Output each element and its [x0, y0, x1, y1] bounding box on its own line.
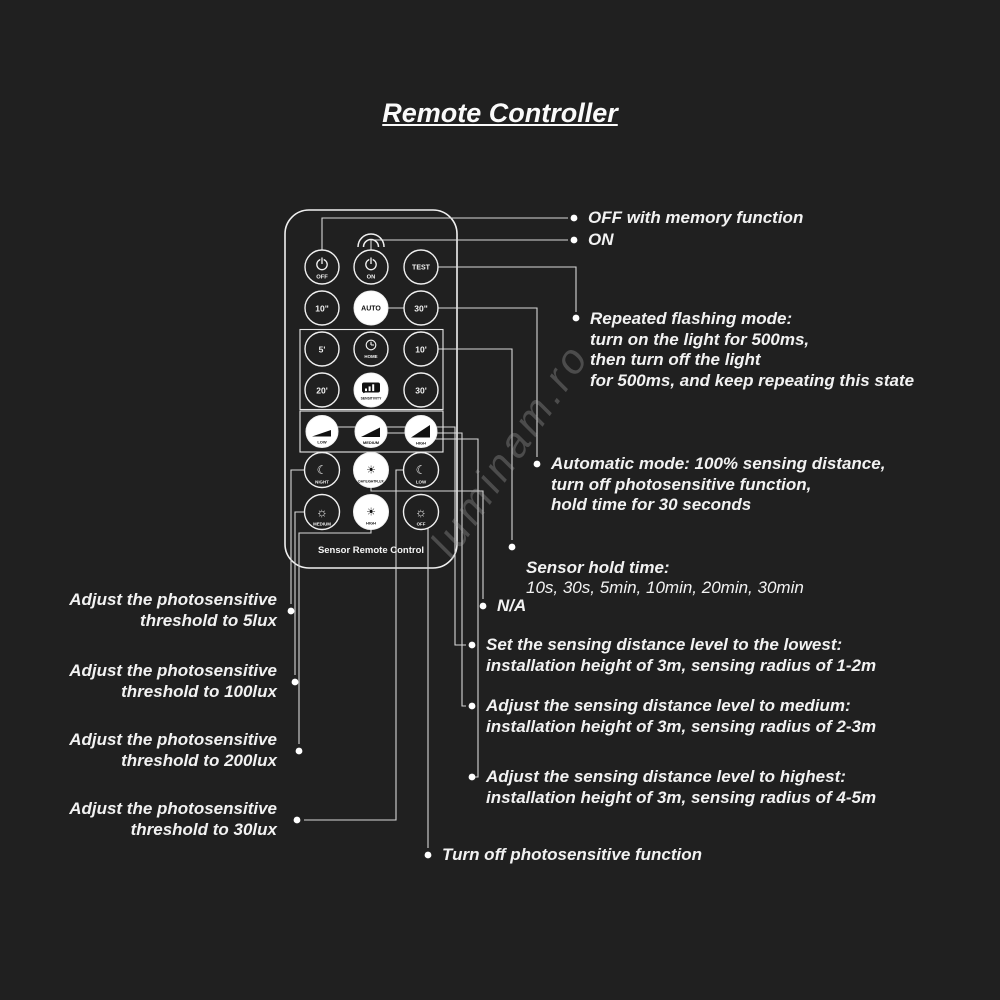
svg-text:NIGHT: NIGHT — [315, 480, 329, 485]
annotation-on: ON — [588, 230, 614, 249]
svg-text:30': 30' — [415, 386, 426, 396]
button-off[interactable]: OFF — [304, 249, 340, 285]
svg-text:HOME: HOME — [364, 354, 377, 359]
svg-text:SENSITIVITY: SENSITIVITY — [361, 397, 382, 401]
signal-bars-icon — [362, 382, 380, 394]
button-group-boxes — [299, 328, 444, 453]
button-day-lightflux[interactable]: ☀ DAY/LIGHTFLUX — [353, 452, 389, 488]
annotation-dot — [570, 214, 578, 222]
sun-icon: ☀ — [366, 465, 376, 477]
annotation-distance-highest: Adjust the sensing distance level to hig… — [486, 767, 877, 807]
timer-buttons-box — [299, 328, 444, 411]
leader-hold-time — [421, 348, 513, 540]
button-lux-high[interactable]: ☀ HIGH — [353, 494, 389, 530]
clock-icon — [365, 339, 377, 351]
button-20min[interactable]: 20' — [304, 372, 340, 408]
annotation-na: N/A — [497, 596, 527, 615]
svg-text:LOW: LOW — [317, 440, 327, 445]
annotation-dot — [572, 314, 580, 322]
button-lux-low[interactable]: ☾ LOW — [402, 451, 440, 489]
annotation-dot — [468, 773, 476, 781]
button-30min[interactable]: 30' — [403, 372, 439, 408]
annotation-hold-time-values: 10s, 30s, 5min, 10min, 20min, 30min — [526, 578, 804, 597]
button-10s[interactable]: 10" — [304, 290, 340, 326]
annotation-threshold-200lux: Adjust the photosensitive threshold to 2… — [69, 730, 277, 770]
ramp-high-icon — [411, 425, 430, 438]
wifi-icon — [357, 233, 385, 248]
annotation-dot — [291, 678, 299, 686]
svg-text:TEST: TEST — [412, 265, 431, 272]
button-sensitivity[interactable]: SENSITIVITY — [353, 372, 389, 408]
button-home[interactable]: HOME — [353, 331, 389, 367]
annotation-distance-medium: Adjust the sensing distance level to med… — [486, 696, 877, 736]
annotation-automatic-mode: Automatic mode: 100% sensing distance, t… — [551, 454, 886, 514]
svg-text:DAY/LIGHTFLUX: DAY/LIGHTFLUX — [358, 480, 384, 484]
button-30s[interactable]: 30" — [403, 290, 439, 326]
sun-icon: ☼ — [415, 505, 427, 520]
svg-text:30": 30" — [414, 304, 428, 314]
svg-text:LOW: LOW — [416, 480, 427, 485]
annotation-distance-lowest: Set the sensing distance level to the lo… — [486, 635, 877, 675]
button-test[interactable]: TEST — [403, 249, 439, 285]
annotation-dot — [570, 236, 578, 244]
svg-text:AUTO: AUTO — [361, 306, 381, 313]
svg-text:HIGH: HIGH — [366, 521, 376, 526]
svg-text:ON: ON — [367, 275, 376, 281]
svg-text:10": 10" — [315, 304, 329, 314]
svg-text:10': 10' — [415, 345, 426, 355]
annotation-sensor-hold-time: Sensor hold time: 10s, 30s, 5min, 10min,… — [526, 537, 804, 619]
annotation-off-memory: OFF with memory function — [588, 208, 804, 227]
power-icon — [316, 257, 328, 271]
annotation-photo-off: Turn off photosensitive function — [442, 845, 703, 864]
button-distance-low[interactable]: LOW — [305, 415, 339, 448]
annotation-dot — [479, 602, 487, 610]
annotation-repeated-flashing: Repeated flashing mode: turn on the ligh… — [590, 309, 915, 390]
leader-distance-high — [421, 438, 479, 778]
ramp-medium-icon — [361, 427, 380, 437]
sun-icon: ☼ — [316, 505, 328, 520]
annotation-dot — [293, 816, 301, 824]
button-5min[interactable]: 5' — [304, 331, 340, 367]
button-on[interactable]: ON — [353, 249, 389, 285]
moon-icon: ☾ — [416, 463, 427, 477]
button-distance-high[interactable]: HIGH — [404, 415, 438, 448]
remote-footer-label: Sensor Remote Control — [318, 545, 424, 556]
annotation-dot — [468, 702, 476, 710]
annotation-dot — [424, 851, 432, 859]
svg-text:OFF: OFF — [417, 522, 426, 527]
power-icon — [365, 257, 377, 271]
button-lux-medium[interactable]: ☼ MEDIUM — [303, 493, 341, 531]
button-night[interactable]: ☾ NIGHT — [303, 451, 341, 489]
annotation-threshold-100lux: Adjust the photosensitive threshold to 1… — [69, 661, 277, 701]
annotation-threshold-30lux: Adjust the photosensitive threshold to 3… — [69, 799, 277, 839]
button-distance-medium[interactable]: MEDIUM — [354, 415, 388, 448]
annotation-dot — [287, 607, 295, 615]
svg-text:MEDIUM: MEDIUM — [363, 440, 380, 445]
page-title: Remote Controller — [382, 98, 618, 128]
annotation-hold-time-title: Sensor hold time: — [526, 557, 670, 577]
button-lux-off[interactable]: ☼ OFF — [402, 493, 440, 531]
button-10min[interactable]: 10' — [403, 331, 439, 367]
button-auto[interactable]: AUTO — [353, 290, 389, 326]
ramp-low-icon — [312, 430, 331, 437]
distance-buttons-box — [299, 410, 444, 453]
svg-text:MEDIUM: MEDIUM — [313, 522, 331, 527]
leader-test — [421, 266, 577, 312]
svg-text:OFF: OFF — [316, 275, 328, 281]
annotation-dot — [508, 543, 516, 551]
svg-text:5': 5' — [319, 345, 326, 355]
annotation-dot — [533, 460, 541, 468]
moon-icon: ☾ — [317, 463, 328, 477]
svg-text:HIGH: HIGH — [416, 441, 426, 446]
annotation-dot — [468, 641, 476, 649]
sun-icon: ☀ — [366, 507, 376, 519]
leader-distance-low — [322, 426, 466, 646]
annotation-dots — [287, 214, 580, 859]
annotation-dot — [295, 747, 303, 755]
svg-text:20': 20' — [316, 386, 327, 396]
annotation-threshold-5lux: Adjust the photosensitive threshold to 5… — [69, 590, 277, 630]
